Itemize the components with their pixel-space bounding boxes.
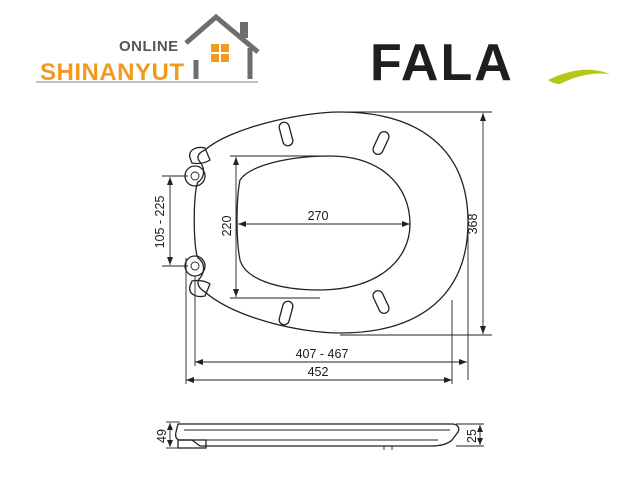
fala-text: FALA xyxy=(370,34,514,92)
bumper-slot xyxy=(372,131,390,155)
fala-logo: FALA xyxy=(370,34,610,92)
dim-inner-width: 270 xyxy=(308,209,329,223)
dim-total-length: 452 xyxy=(308,365,329,379)
hinge-block xyxy=(177,439,207,449)
swoosh-icon xyxy=(548,69,610,84)
dim-side-thickness: 25 xyxy=(465,429,479,443)
dimension-lines xyxy=(162,111,492,384)
dim-fixing-to-front: 407 - 467 xyxy=(296,347,349,361)
bumper-slot xyxy=(278,121,294,147)
house-icon xyxy=(36,13,260,83)
dim-side-height: 49 xyxy=(155,429,169,443)
bumper-slot xyxy=(372,290,390,314)
window-icon xyxy=(211,44,229,62)
seat-opening xyxy=(236,155,411,291)
dim-hinge-spacing: 105 - 225 xyxy=(153,196,167,249)
logo-online-text: ONLINE xyxy=(119,38,179,55)
dimension-labels: 270 220 368 105 - 225 407 - 467 452 xyxy=(153,196,480,379)
seat-top-view xyxy=(184,111,469,334)
shinanyut-logo: ONLINE SHINANYUT xyxy=(36,13,260,86)
dim-inner-height: 220 xyxy=(220,216,234,237)
bumper-slot xyxy=(278,300,294,326)
seat-side-view: 49 25 xyxy=(155,421,484,450)
dim-outer-height: 368 xyxy=(466,214,480,235)
